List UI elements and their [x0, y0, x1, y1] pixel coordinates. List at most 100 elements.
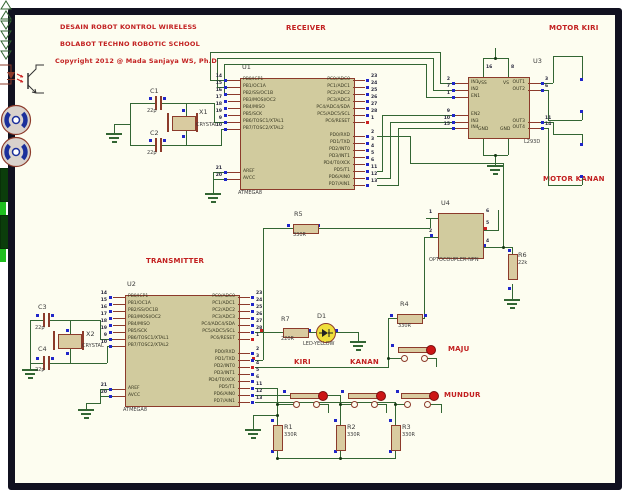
- wire-segment: [482, 230, 498, 231]
- kiri-button-cap-icon[interactable]: [318, 391, 328, 401]
- wire-segment: [217, 87, 228, 88]
- pin-number: 9: [218, 116, 222, 121]
- ground-icon: [248, 433, 258, 435]
- wire-segment: [376, 404, 387, 405]
- maju-button-leg: [401, 355, 408, 362]
- u3-chip[interactable]: [468, 77, 530, 139]
- capacitor-plate[interactable]: [43, 313, 45, 327]
- capacitor-plate[interactable]: [48, 313, 50, 327]
- pin-name: PB3/MOSI/OC2: [128, 315, 161, 320]
- pin-stub: [228, 115, 240, 116]
- r2-resistor[interactable]: [336, 425, 346, 451]
- wire-segment: [553, 122, 554, 134]
- wire-segment: [130, 103, 131, 146]
- capacitor-plate[interactable]: [155, 138, 157, 152]
- capacitor-plate[interactable]: [160, 96, 162, 110]
- motor-kiri-label: MOTOR KIRI: [549, 24, 599, 32]
- wire-segment: [388, 358, 401, 359]
- u1-value: ATMEGA8: [238, 190, 263, 196]
- wire-segment: [70, 363, 107, 364]
- ground-terminal-icon: [0, 20, 12, 30]
- pin-square: [366, 107, 369, 110]
- wire-segment: [214, 122, 228, 123]
- capacitor-plate[interactable]: [48, 356, 50, 370]
- wire-segment: [483, 58, 484, 77]
- pin-number: 1: [446, 91, 450, 96]
- pin-stub: [228, 80, 240, 81]
- ground-icon: [509, 307, 515, 309]
- pin-square: [109, 338, 112, 341]
- pin-name: PB2/SS/OC1B: [243, 91, 274, 96]
- wire-segment: [161, 145, 186, 146]
- r6-resistor[interactable]: [508, 254, 518, 280]
- crystal-body[interactable]: [58, 334, 82, 349]
- d1-led[interactable]: [316, 323, 336, 343]
- pin-name: PD7/AIN1: [328, 182, 350, 187]
- wire-segment: [430, 218, 431, 228]
- wire-segment: [161, 103, 186, 104]
- wire-segment: [210, 80, 228, 81]
- pin-name: IN4: [471, 125, 479, 130]
- wire-segment: [426, 64, 427, 98]
- ground-terminal-icon: [0, 50, 12, 60]
- capacitor-plate[interactable]: [43, 356, 45, 370]
- wire-segment: [340, 395, 341, 425]
- wire-segment: [100, 339, 113, 340]
- capacitor-plate[interactable]: [160, 138, 162, 152]
- u1-chip[interactable]: [240, 78, 355, 190]
- pin-number: 9: [103, 333, 107, 338]
- pin-name: PD5/T1: [333, 168, 350, 173]
- u4-chip[interactable]: [438, 213, 484, 259]
- pin-number: 25: [256, 305, 263, 310]
- mundur-button-cap-icon[interactable]: [429, 391, 439, 401]
- capacitor-plate[interactable]: [155, 96, 157, 110]
- wire-segment: [426, 358, 436, 359]
- terminal-square: [430, 234, 433, 237]
- crystal-body[interactable]: [172, 116, 196, 131]
- pin-number: 15: [100, 298, 107, 303]
- wire-segment: [386, 404, 387, 413]
- pin-square: [224, 128, 227, 131]
- wire-segment: [263, 228, 293, 229]
- wire-segment: [100, 320, 101, 339]
- motor-kanan-symbol[interactable]: [0, 136, 32, 168]
- kanan-label: KANAN: [350, 358, 379, 366]
- pin-square: [541, 89, 544, 92]
- pin-square: [224, 171, 227, 174]
- u2-chip[interactable]: [125, 295, 240, 407]
- ground-icon: [27, 377, 33, 379]
- wire-segment: [100, 389, 101, 404]
- terminal-square-red: [260, 329, 263, 332]
- wire-segment: [512, 247, 513, 255]
- pin-square: [224, 86, 227, 89]
- pin-name: PC5/ADC5/SCL: [317, 112, 350, 117]
- pin-stub: [456, 115, 468, 116]
- pin-square: [251, 324, 254, 327]
- motor-kiri-symbol[interactable]: [0, 104, 32, 136]
- r7-resistor[interactable]: [283, 328, 309, 338]
- pin-number: 7: [446, 84, 450, 89]
- pin-stub: [228, 101, 240, 102]
- pin-stub: [113, 318, 125, 319]
- terminal-square: [36, 314, 39, 317]
- pin-number: 16: [486, 65, 493, 70]
- pin-name: PC5/ADC5/SCL: [202, 329, 235, 334]
- wire-segment: [307, 332, 316, 333]
- r3-resistor[interactable]: [391, 425, 401, 451]
- wire-segment: [483, 137, 484, 155]
- terminal-square: [390, 314, 393, 317]
- r4-resistor[interactable]: [397, 314, 423, 324]
- pin-number: 17: [215, 95, 222, 100]
- wire-segment: [224, 64, 426, 65]
- title-line-2: BOLABOT TECHNO ROBOTIC SCHOOL: [60, 40, 200, 48]
- r5-resistor[interactable]: [293, 224, 319, 234]
- pin-stub: [528, 128, 540, 129]
- wire-segment: [553, 56, 582, 57]
- x1-value: CRYSTAL: [196, 122, 218, 128]
- r1-resistor[interactable]: [273, 425, 283, 451]
- pin-number: 6: [486, 209, 490, 214]
- kanan-button-cap-icon[interactable]: [376, 391, 386, 401]
- pin-name: PB6/TOSC1/XTAL1: [243, 119, 284, 124]
- terminal-square: [271, 450, 274, 453]
- maju-button-cap-icon[interactable]: [426, 345, 436, 355]
